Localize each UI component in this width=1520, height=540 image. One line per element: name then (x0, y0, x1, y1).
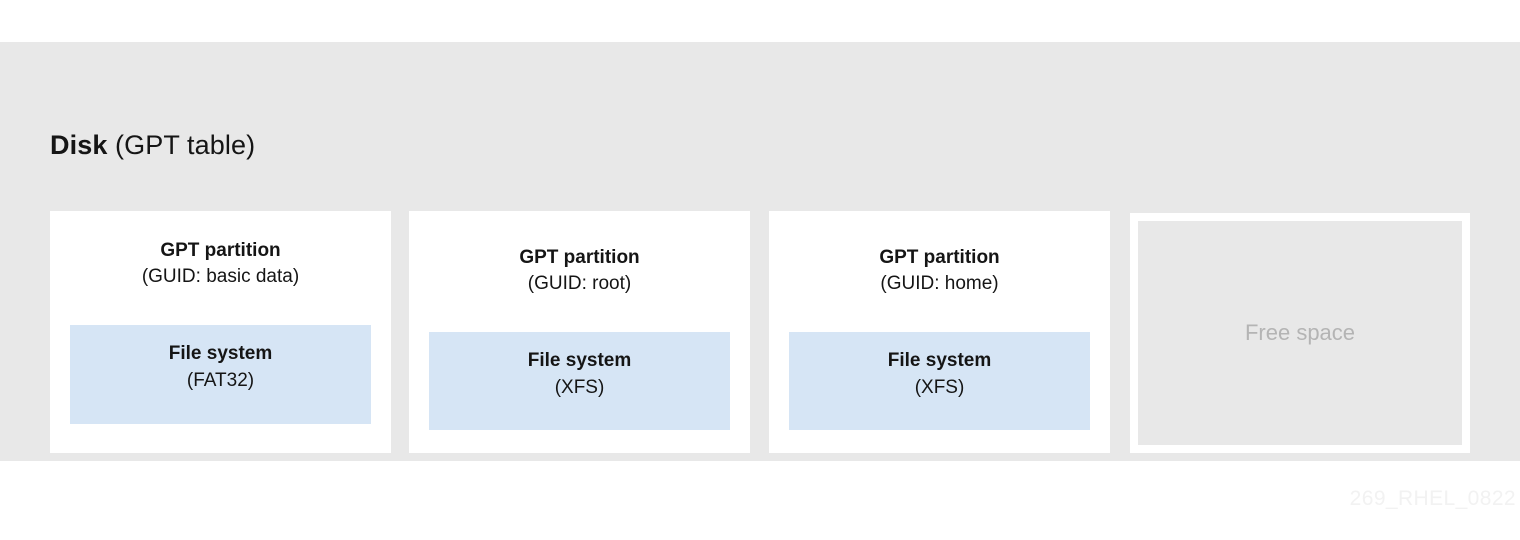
filesystem-type-label: (FAT32) (186, 369, 255, 391)
filesystem-label: File system (168, 343, 273, 364)
disk-title-rest: (GPT table) (107, 130, 256, 160)
partition-row: GPT partition (GUID: basic data) File sy… (50, 211, 1470, 453)
partition-block-home: GPT partition (GUID: home) File system (… (769, 211, 1110, 453)
filesystem-type-label: (XFS) (914, 376, 965, 398)
partition-block-basic-data: GPT partition (GUID: basic data) File sy… (50, 211, 391, 453)
partition-header: GPT partition (GUID: root) (409, 247, 750, 296)
partition-block-root: GPT partition (GUID: root) File system (… (409, 211, 750, 453)
partition-type-label: GPT partition (519, 247, 640, 268)
partition-type-label: GPT partition (160, 240, 281, 261)
disk-diagram-band: Disk (GPT table) GPT partition (GUID: ba… (0, 42, 1520, 461)
filesystem-box-xfs-root: File system (XFS) (429, 332, 730, 430)
filesystem-type-label: (XFS) (554, 376, 605, 398)
filesystem-text-group: File system (FAT32) (70, 343, 371, 393)
partition-header: GPT partition (GUID: home) (769, 247, 1110, 296)
disk-title: Disk (GPT table) (50, 130, 255, 161)
filesystem-text-group: File system (XFS) (429, 350, 730, 400)
free-space-block: Free space (1130, 213, 1470, 453)
filesystem-text-group: File system (XFS) (789, 350, 1090, 400)
watermark-label: 269_RHEL_0822 (1349, 487, 1516, 510)
free-space-label: Free space (1244, 320, 1356, 345)
filesystem-label: File system (887, 350, 992, 371)
partition-type-label: GPT partition (879, 247, 1000, 268)
filesystem-box-xfs-home: File system (XFS) (789, 332, 1090, 430)
filesystem-label: File system (527, 350, 632, 371)
partition-guid-label: (GUID: root) (527, 273, 632, 295)
partition-guid-label: (GUID: basic data) (141, 266, 300, 288)
partition-guid-label: (GUID: home) (880, 273, 999, 295)
partition-header: GPT partition (GUID: basic data) (50, 240, 391, 289)
filesystem-box-fat32: File system (FAT32) (70, 325, 371, 424)
disk-title-bold: Disk (50, 130, 108, 160)
